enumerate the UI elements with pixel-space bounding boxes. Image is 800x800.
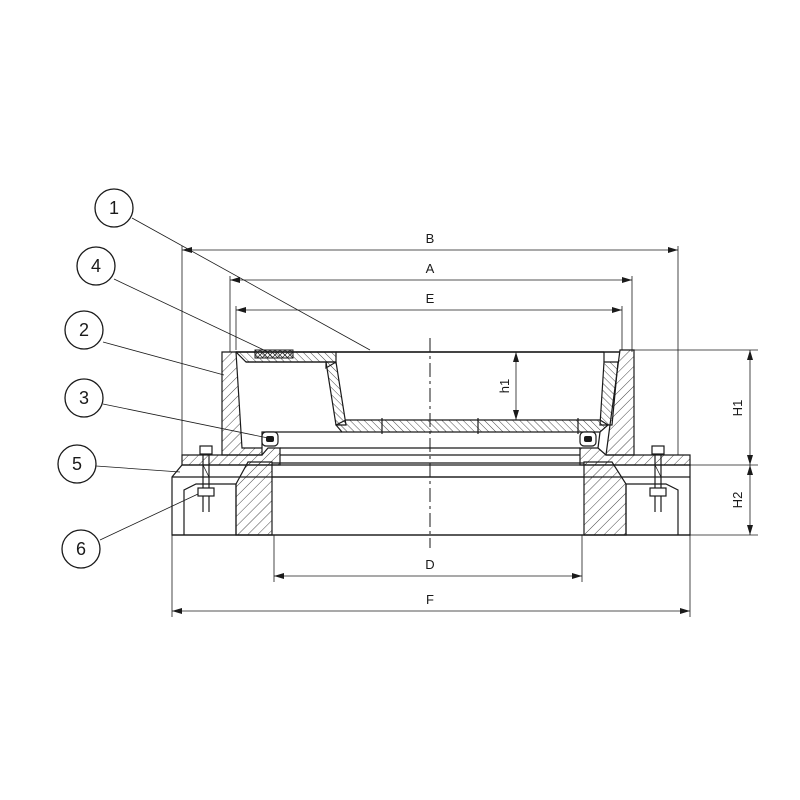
leader-lines [95,217,371,541]
dimension-b-label: B [426,231,435,246]
balloon-2: 2 [64,310,104,350]
base-frame [171,461,691,536]
balloon-2-label: 2 [79,320,89,340]
balloon-6: 6 [61,529,101,569]
balloon-3: 3 [64,378,104,418]
balloon-5: 5 [57,444,97,484]
balloon-5-label: 5 [72,454,82,474]
dimension-e-label: E [426,291,435,306]
bolt-left [197,445,215,512]
balloon-1-label: 1 [109,198,119,218]
dimension-f: F [171,535,691,617]
dimension-a: A [229,261,633,352]
dimension-e: E [235,291,623,350]
dimension-h2-label: H2 [730,492,745,509]
balloon-1: 1 [94,188,134,228]
dimension-h1: H1 [634,349,758,466]
bolt-right [649,445,667,512]
dimension-d: D [273,535,583,582]
balloon-6-label: 6 [76,539,86,559]
dimension-h1-small: h1 [497,352,519,420]
dimension-a-label: A [426,261,435,276]
balloon-4-label: 4 [91,256,101,276]
gasket-seat [261,431,597,447]
dimension-h1-small-label: h1 [497,379,512,393]
balloon-4: 4 [76,246,116,286]
dimension-f-label: F [426,592,434,607]
gasket-top [254,349,294,359]
dimension-h2: H2 [690,465,758,536]
dimension-h1-label: H1 [730,400,745,417]
lid [234,351,620,449]
dimension-d-label: D [425,557,434,572]
balloon-3-label: 3 [79,388,89,408]
